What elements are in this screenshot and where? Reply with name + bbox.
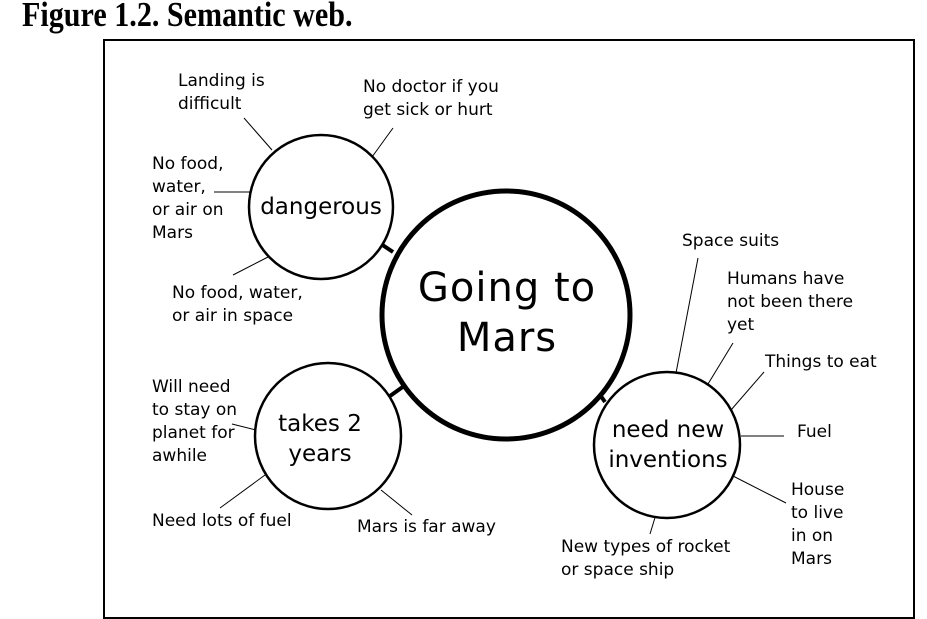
figure-title: Figure 1.2. Semantic web. [22, 0, 353, 34]
detail-rocket: New types of rocket or space ship [561, 537, 731, 580]
center-circle [379, 188, 633, 442]
center-label: Going to Mars [417, 265, 597, 361]
detail-food-mars: No food, water, or air on Mars [152, 154, 224, 243]
leader-far [380, 489, 413, 516]
leader-doctor [371, 127, 394, 158]
detail-fuel-lots: Need lots of fuel [152, 511, 292, 531]
leader-fuel-lots [219, 474, 266, 509]
detail-humans: Humans have not been there yet [727, 269, 854, 335]
detail-landing: Landing is difficult [178, 71, 265, 114]
detail-food-space: No food, water, or air in space [172, 283, 303, 326]
connector-center-takes [388, 384, 406, 398]
detail-suits: Space suits [682, 231, 780, 251]
hub-label-need: need new inventions [608, 417, 728, 473]
leader-house [732, 475, 787, 504]
leader-food-space [232, 256, 269, 276]
leader-eat [730, 371, 765, 411]
detail-house: House to live in on Mars [791, 480, 845, 569]
detail-stay: Will need to stay on planet for awhile [152, 377, 238, 466]
hub-circle-dangerous [247, 133, 395, 281]
semantic-web-diagram [214, 117, 787, 535]
hub-circle-takes [253, 361, 403, 511]
leader-landing [243, 117, 273, 151]
detail-far: Mars is far away [357, 517, 496, 537]
hub-label-takes: takes 2 years [278, 411, 362, 467]
leader-suits [675, 257, 699, 374]
detail-eat: Things to eat [765, 352, 877, 372]
leader-stay [231, 423, 257, 431]
detail-doctor: No doctor if you get sick or hurt [363, 77, 499, 120]
hub-label-dangerous: dangerous [260, 194, 382, 220]
leader-humans [707, 342, 734, 385]
hub-circle-need [592, 370, 742, 520]
detail-fuel: Fuel [797, 422, 832, 442]
